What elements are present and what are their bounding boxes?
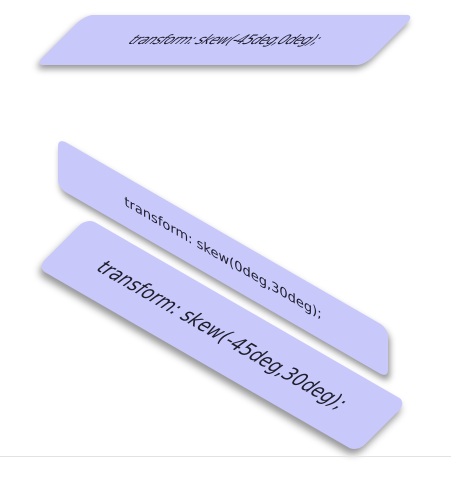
skew-x-demo-box: transform: skew(-45deg,0deg); (35, 15, 415, 65)
skew-x-demo-label: transform: skew(-45deg,0deg); (123, 32, 327, 48)
bottom-divider (0, 456, 451, 457)
